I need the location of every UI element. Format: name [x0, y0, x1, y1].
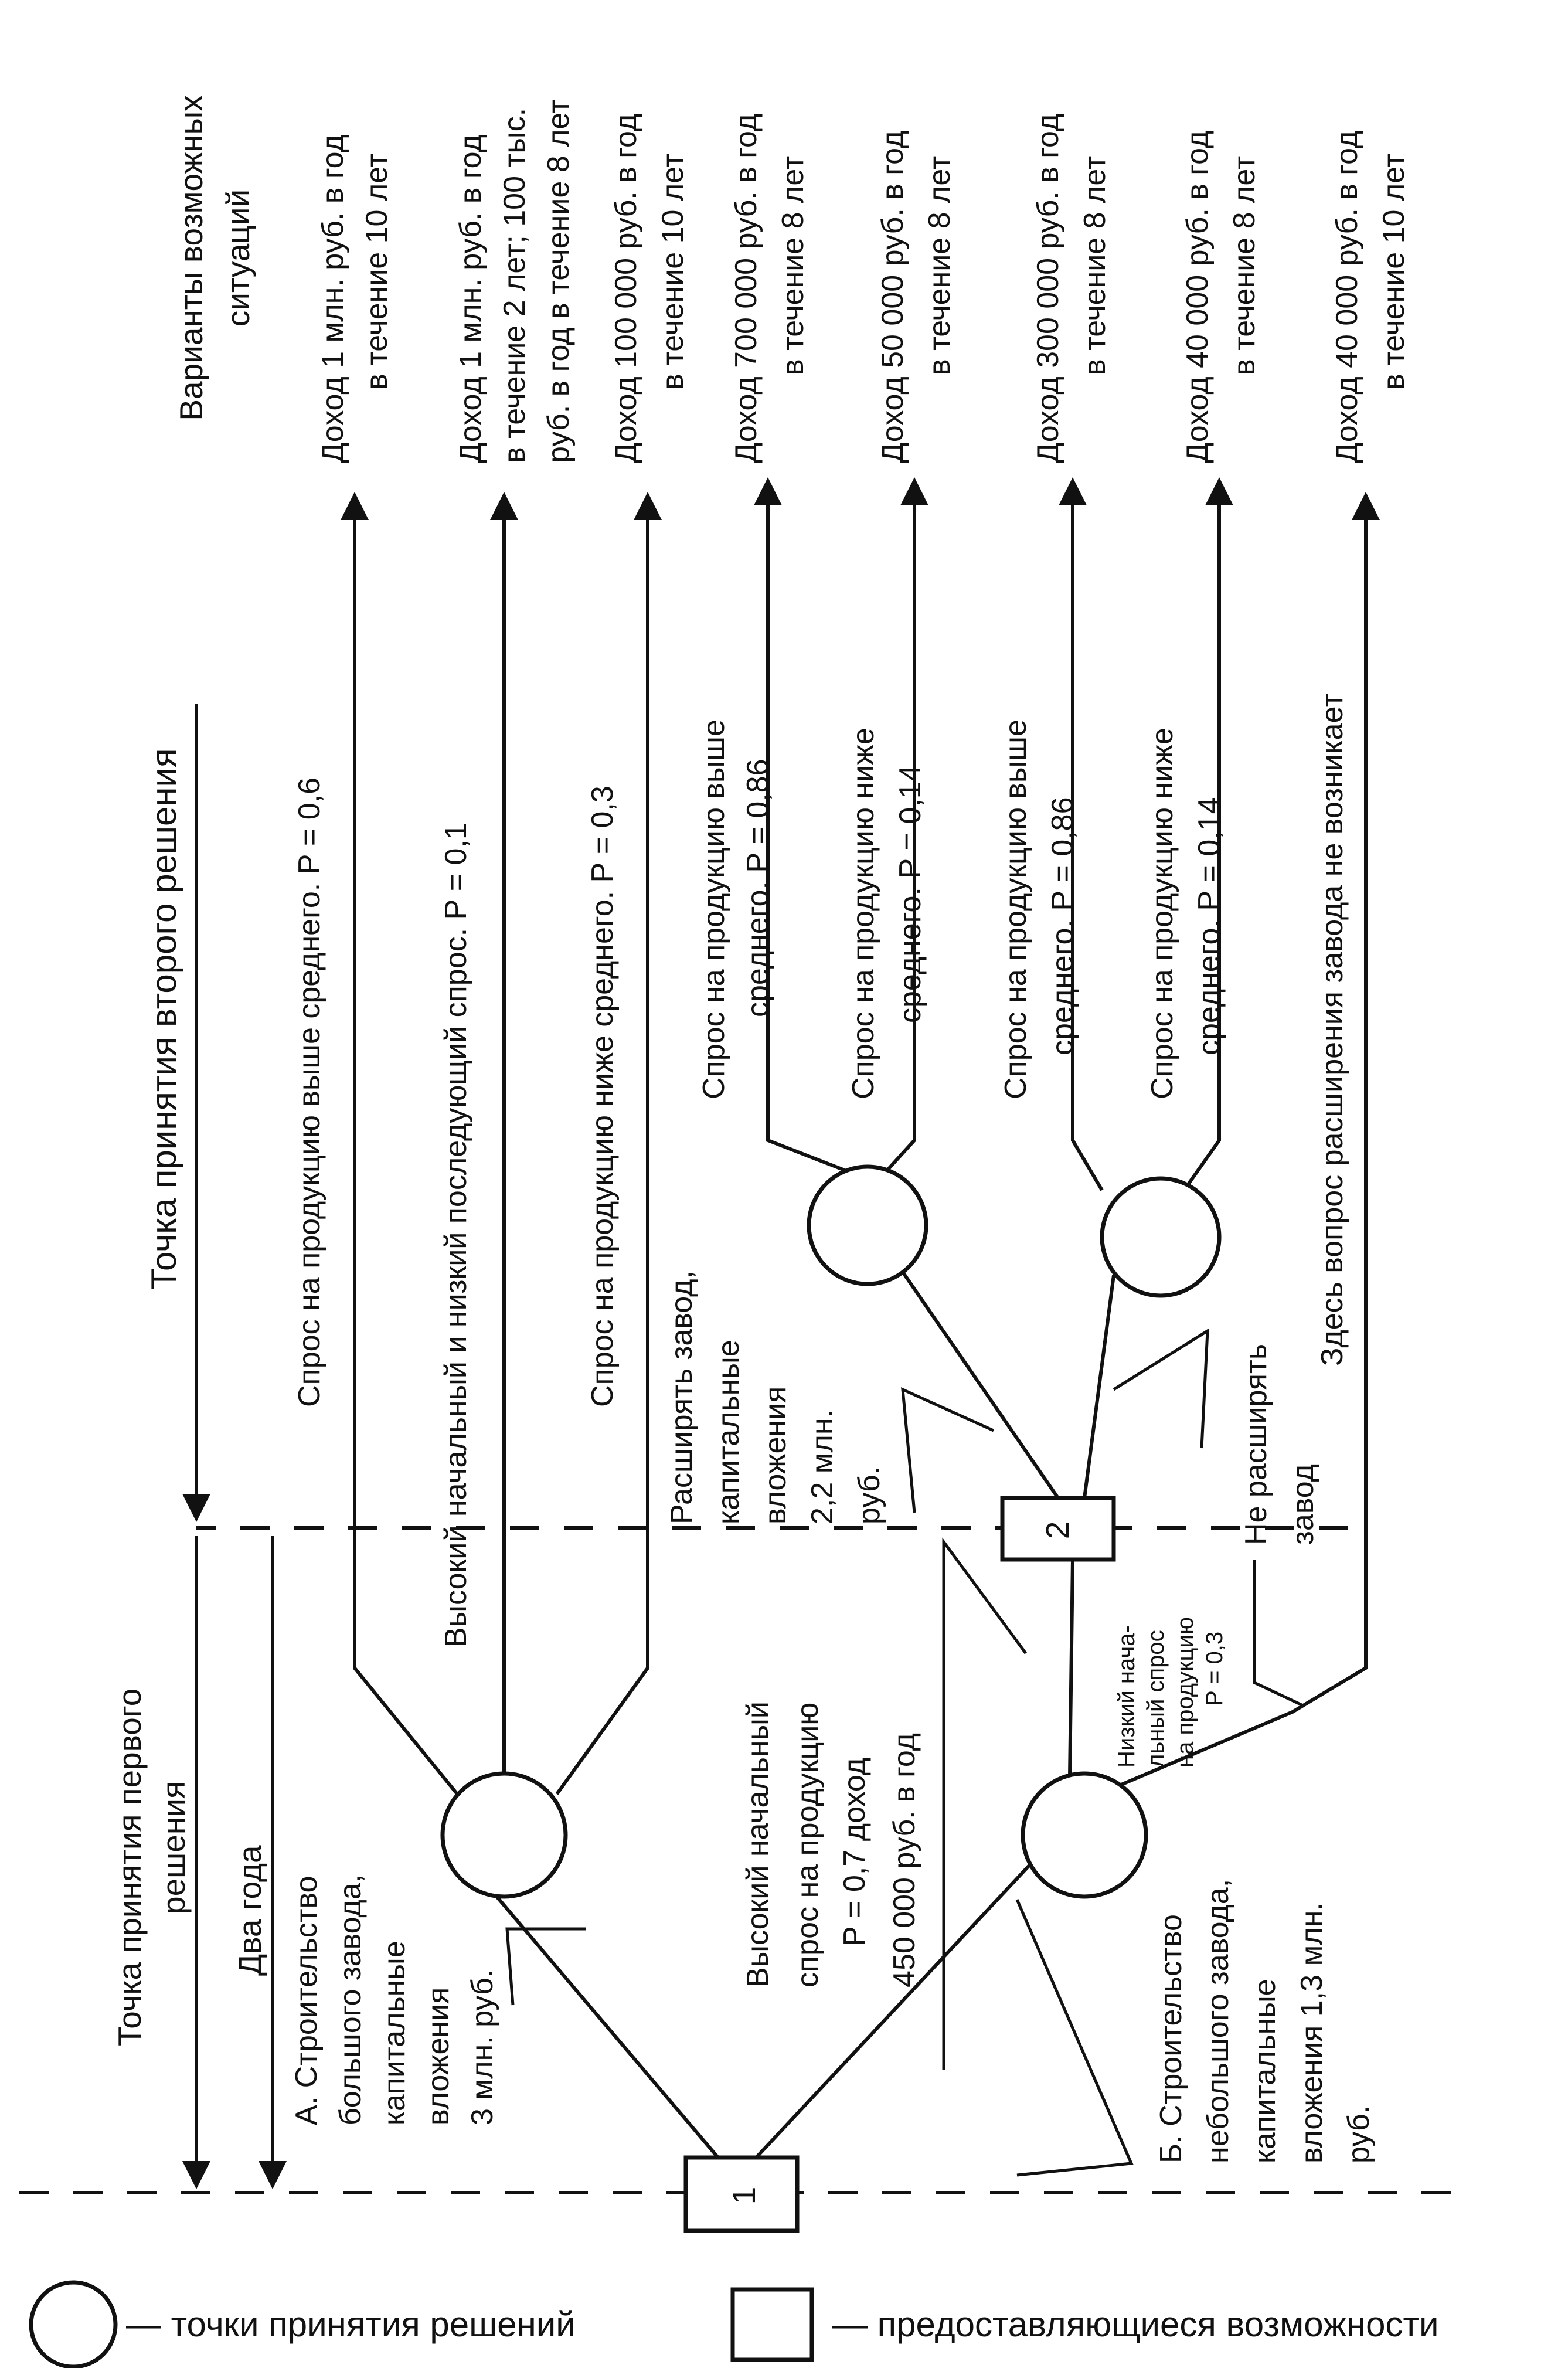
wedge-not-expand	[1113, 1328, 1209, 1449]
outcome-2-line-2: в течение 2 лет; 100 тыс.	[498, 108, 532, 463]
expand-line-3: вложения	[759, 1387, 792, 1524]
b-low-initial-arrow	[1098, 492, 1380, 1796]
exp-low-line-2: среднего. P = 0,14	[893, 765, 927, 1023]
wedge-high-initial	[942, 1537, 1028, 2070]
outcome-6-line-2: в течение 8 лет	[1078, 156, 1112, 375]
large-plant-line-4: вложения	[421, 1988, 455, 2125]
variants-title-line-1: Варианты возможных	[173, 95, 209, 420]
large-plant-line-1: А. Строительство	[290, 1876, 324, 2125]
outcome-1-line-2: в течение 10 лет	[360, 154, 394, 390]
outcome-4-line-1: Доход 700 000 руб. в год	[729, 114, 763, 463]
not-expand-line-1: Не расширять	[1239, 1344, 1273, 1545]
legend-circle-label: — точки принятия решений	[126, 2305, 576, 2344]
low-initial-line-4: P = 0,3	[1202, 1632, 1227, 1706]
high-initial-line-2: спрос на продукцию	[791, 1703, 825, 1988]
box-2-label: 2	[1039, 1521, 1076, 1540]
a-mixed-label: Высокий начальный и низкий последующий с…	[439, 823, 473, 1647]
outcome-4-line-2: в течение 8 лет	[776, 156, 810, 375]
noexp-high-arrow	[1059, 477, 1104, 1191]
exp-low-arrow	[883, 477, 928, 1174]
small-plant-line-1: Б. Строительство	[1154, 1914, 1188, 2163]
small-plant-line-5: руб.	[1342, 2105, 1376, 2163]
chance-node-not-expand	[1100, 1176, 1222, 1298]
second-decision-point-label: Точка принятия второго решения	[144, 749, 183, 1290]
not-expand-line-2: завод	[1286, 1464, 1320, 1545]
variants-title-line-2: ситуаций	[220, 189, 256, 327]
a-high-label: Спрос на продукцию выше среднего. P = 0,…	[292, 777, 326, 1407]
noexp-low-line-2: среднего. P = 0,14	[1192, 797, 1226, 1055]
outcome-5-line-2: в течение 8 лет	[923, 156, 957, 375]
low-initial-line-2: льный спрос	[1143, 1630, 1169, 1768]
decision-box-1	[683, 2155, 800, 2233]
legend-square-icon	[730, 2287, 814, 2362]
expand-line-4: 2,2 млн.	[805, 1409, 839, 1524]
outcome-8-line-1: Доход 40 000 руб. в год	[1330, 131, 1364, 463]
exp-high-line-1: Спрос на продукцию выше	[697, 719, 731, 1099]
box-1-label: 1	[726, 2187, 762, 2205]
legend-circle-icon	[29, 2280, 118, 2368]
branch-a	[470, 1866, 720, 2159]
a-high-arrow	[341, 492, 459, 1795]
wedge-b	[1015, 1899, 1134, 2177]
high-initial-line-3: P = 0,7 доход	[838, 1758, 872, 1946]
no-expansion-issue-label: Здесь вопрос расширения завода не возник…	[1315, 693, 1349, 1366]
high-initial-line-4: 450 000 руб. в год	[887, 1733, 921, 1988]
legend-square-label: — предоставляющиеся возможности	[832, 2305, 1439, 2344]
outcome-3-line-1: Доход 100 000 руб. в год	[609, 114, 643, 463]
small-plant-line-3: капитальные	[1248, 1979, 1282, 2163]
small-plant-line-2: небольшого завода,	[1201, 1879, 1235, 2163]
first-decision-point-line-1: Точка принятия первого	[111, 1688, 148, 2046]
a-low-arrow	[555, 492, 662, 1795]
two-years-label: Два года	[232, 1845, 268, 1976]
decision-box-2	[1000, 1496, 1116, 1562]
expand-line-5: руб.	[852, 1466, 886, 1524]
large-plant-line-3: капитальные	[377, 1941, 411, 2125]
wedge-expand	[901, 1387, 995, 1513]
noexp-high-line-1: Спрос на продукцию выше	[999, 719, 1033, 1099]
small-plant-line-4: вложения 1,3 млн.	[1295, 1902, 1329, 2163]
outcome-8-line-2: в течение 10 лет	[1377, 154, 1411, 390]
chance-node-expand	[807, 1164, 928, 1286]
large-plant-line-5: 3 млн. руб.	[465, 1969, 499, 2125]
outcome-6-line-1: Доход 300 000 руб. в год	[1031, 114, 1065, 463]
noexp-low-arrow	[1182, 477, 1233, 1191]
expand-branch	[895, 1262, 1060, 1499]
low-initial-line-3: на продукцию	[1172, 1617, 1198, 1768]
exp-low-line-1: Спрос на продукцию ниже	[846, 728, 880, 1099]
outcome-2-line-3: руб. в год в течение 8 лет	[542, 100, 576, 463]
outcome-2-line-1: Доход 1 млн. руб. в год	[454, 134, 488, 463]
noexp-low-line-1: Спрос на продукцию ниже	[1145, 728, 1179, 1099]
branch-b	[754, 1839, 1054, 2159]
expand-line-2: капитальные	[712, 1340, 746, 1524]
a-low-label: Спрос на продукцию ниже среднего. P = 0,…	[586, 786, 620, 1407]
outcome-7-line-2: в течение 8 лет	[1227, 156, 1261, 375]
large-plant-line-2: большого завода,	[334, 1874, 368, 2125]
high-initial-line-1: Высокий начальный	[741, 1701, 775, 1988]
exp-high-arrow	[754, 477, 875, 1183]
exp-high-line-2: среднего. P = 0,86	[741, 759, 775, 1017]
chance-node-b	[1021, 1771, 1148, 1899]
low-initial-line-1: Низкий нача-	[1114, 1625, 1140, 1768]
first-decision-point-line-2: решения	[155, 1781, 192, 1914]
outcome-5-line-1: Доход 50 000 руб. в год	[876, 131, 910, 463]
outcome-1-line-1: Доход 1 млн. руб. в год	[316, 134, 350, 463]
outcome-3-line-2: в течение 10 лет	[656, 154, 690, 390]
b-high-initial	[1068, 1559, 1074, 1777]
chance-node-a	[440, 1771, 568, 1899]
not-expand-branch	[1083, 1275, 1115, 1499]
wedge-low-initial	[1253, 1560, 1305, 1708]
outcome-7-line-1: Доход 40 000 руб. в год	[1181, 131, 1215, 463]
expand-line-1: Расширять завод,	[665, 1270, 699, 1524]
noexp-high-line-2: среднего. P = 0,86	[1046, 797, 1080, 1055]
wedge-a	[505, 1927, 586, 2006]
